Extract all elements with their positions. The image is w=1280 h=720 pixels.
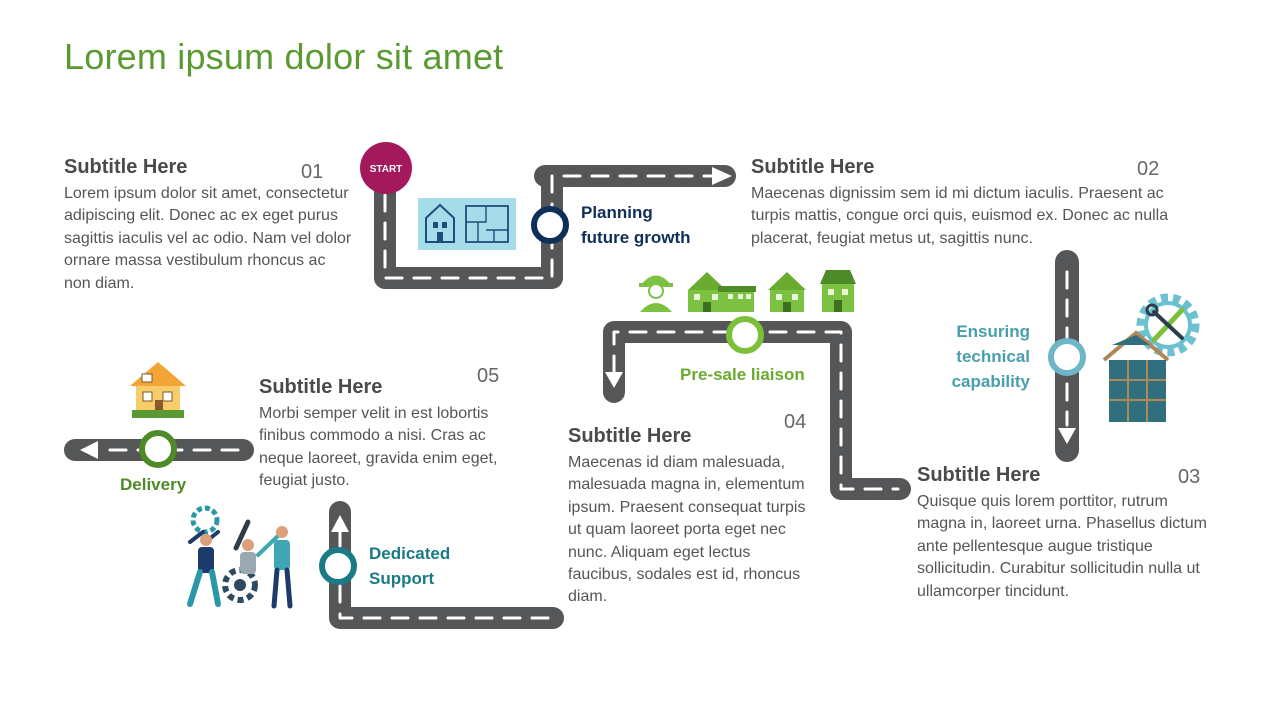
house-blueprint-icon [418,198,516,250]
step-3-body: Quisque quis lorem porttitor, rutrum mag… [917,493,1207,600]
step-3: Subtitle Here Quisque quis lorem porttit… [917,463,1207,603]
milestone-technical-label: Ensuring technical capability [936,319,1030,394]
milestone-presale-label: Pre-sale liaison [680,365,805,384]
milestone-delivery [139,430,177,468]
milestone-support-label-line1: Dedicated [369,544,451,563]
arrow-left-icon [80,441,98,459]
worker-icon [639,275,673,312]
milestone-presale [726,316,764,354]
step-1-body: Lorem ipsum dolor sit amet, consectetur … [64,185,352,292]
arrow-down-icon [1058,428,1076,444]
milestone-technical-label-line2: technical [956,347,1030,366]
page-title: Lorem ipsum dolor sit amet [64,36,504,77]
milestone-planning [531,206,569,244]
step-2: Subtitle Here Maecenas dignissim sem id … [751,155,1193,250]
step-5: Subtitle Here Morbi semper velit in est … [259,375,527,493]
step-5-subtitle: Subtitle Here [259,376,383,398]
arrow-up-icon [331,515,349,532]
milestone-technical [1048,338,1086,376]
arrow-right-icon [712,167,732,185]
step-2-number: 02 [1137,158,1160,180]
milestone-planning-label-line2: future growth [581,228,691,247]
gear-tools-icon [1136,293,1200,357]
milestone-support-label: Dedicated Support [369,541,450,591]
team-gear-icon [187,505,293,609]
milestone-planning-label: Planning future growth [581,200,691,250]
step-3-subtitle: Subtitle Here [917,464,1041,486]
milestone-technical-label-line1: Ensuring [956,322,1030,341]
delivered-house-icon [130,362,186,418]
step-3-number: 03 [1178,466,1201,488]
start-circle [360,142,412,194]
step-4: Subtitle Here Maecenas id diam malesuada… [568,424,808,609]
step-1-subtitle: Subtitle Here [64,156,188,178]
milestone-planning-label-line1: Planning [581,203,653,222]
step-4-subtitle: Subtitle Here [568,425,692,447]
house-frame-icon [1102,330,1170,422]
step-1: Subtitle Here Lorem ipsum dolor sit amet… [64,155,354,295]
step-5-number: 05 [477,365,500,387]
step-2-subtitle: Subtitle Here [751,156,875,178]
milestone-support [319,547,357,585]
step-2-body: Maecenas dignissim sem id mi dictum iacu… [751,185,1169,247]
milestone-delivery-label: Delivery [120,475,187,494]
houses-icon [688,270,856,312]
milestone-technical-label-line3: capability [951,372,1030,391]
arrow-down-icon [605,372,623,388]
step-5-body: Morbi semper velit in est lobortis finib… [259,405,498,490]
step-4-number: 04 [784,411,807,433]
milestone-support-label-line2: Support [369,569,435,588]
start-label: START [370,164,403,175]
step-1-number: 01 [301,161,324,183]
step-4-body: Maecenas id diam malesuada, malesuada ma… [568,454,806,606]
